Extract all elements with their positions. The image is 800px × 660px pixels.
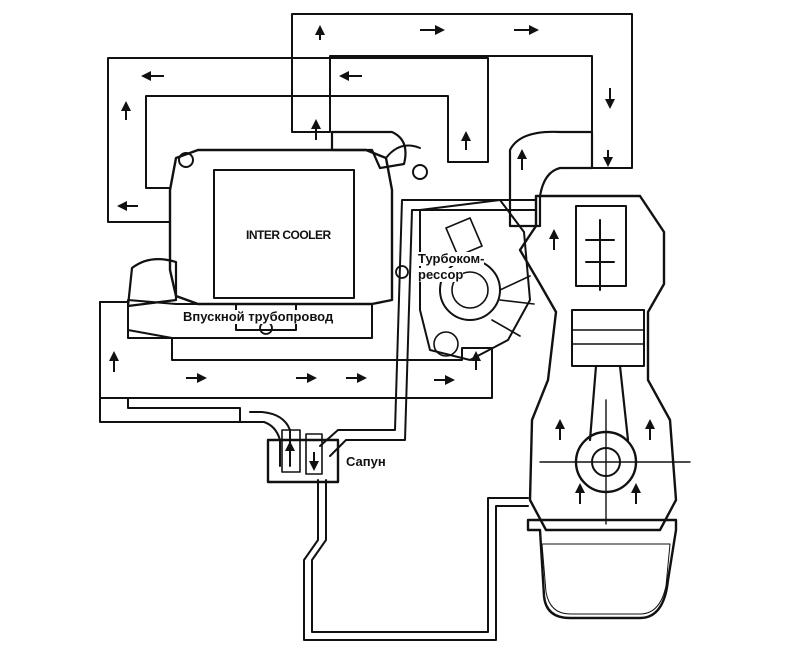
breather-box [266, 429, 340, 484]
breather-hose [239, 199, 537, 641]
engine-block [518, 194, 691, 532]
intercooler-label: INTER COOLER [246, 228, 331, 242]
flow-arrows [109, 25, 655, 504]
breather-label: Сапун [346, 454, 386, 470]
intercooler-return-duct [107, 57, 489, 223]
turbo-inlet-duct [291, 13, 633, 169]
turbocharger-label-line2: рессор [418, 267, 464, 283]
turbocharger-label-line1: Турбоком- [418, 251, 485, 267]
intake-manifold [127, 299, 373, 339]
oil-pan [526, 518, 678, 620]
intake-manifold-label: Впускной трубопровод [183, 309, 334, 325]
turbocharger [419, 130, 594, 361]
intercooler [126, 130, 428, 335]
